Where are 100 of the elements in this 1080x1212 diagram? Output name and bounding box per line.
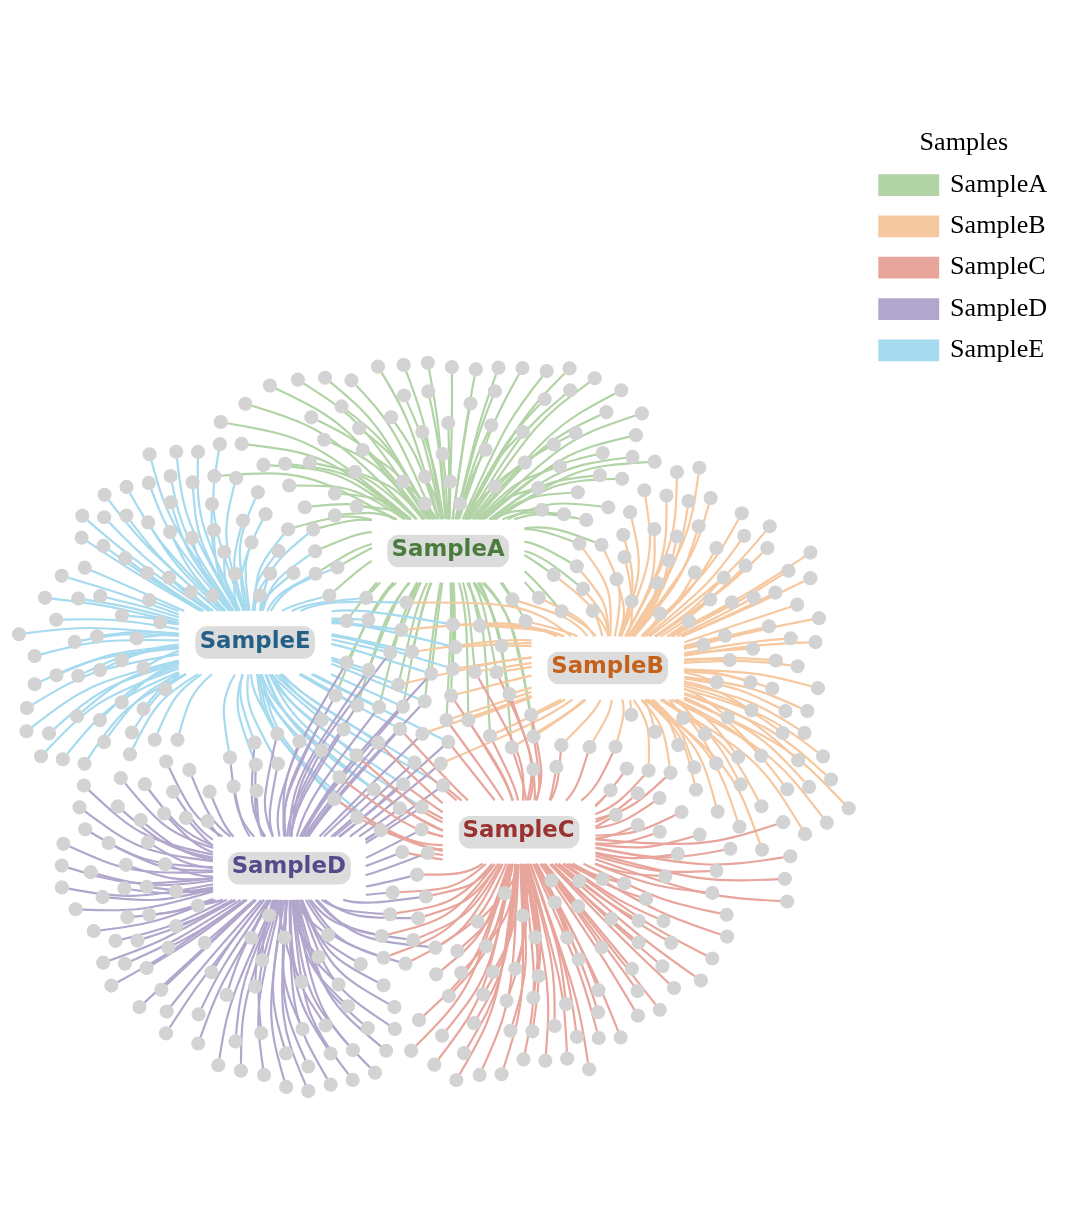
node-circle [652, 606, 668, 621]
node-circle [623, 505, 638, 520]
node-circle [526, 762, 541, 777]
connector [364, 431, 433, 520]
node-circle [55, 752, 70, 767]
node-circle [347, 464, 363, 479]
connector [331, 656, 363, 669]
node-circle [311, 949, 326, 964]
connector [365, 891, 387, 896]
node-circle [202, 784, 217, 799]
connector [233, 526, 246, 611]
node-circle [191, 1007, 206, 1022]
node-circle [470, 914, 485, 929]
node-circle [77, 756, 92, 771]
connector [558, 863, 667, 941]
node-circle [229, 470, 244, 486]
connector [683, 684, 778, 730]
connector [106, 596, 180, 619]
connector [227, 422, 412, 520]
connector [458, 864, 517, 1075]
connector [580, 752, 614, 802]
node-circle [27, 677, 42, 692]
node-circle [571, 952, 586, 967]
connector [640, 699, 671, 767]
node-circle [74, 530, 89, 545]
node-circle [169, 884, 184, 899]
node-circle [671, 737, 686, 753]
node-circle [615, 471, 630, 486]
connector [341, 511, 398, 521]
node-circle [317, 370, 333, 385]
node-circle [603, 783, 618, 798]
connector [572, 862, 722, 936]
connector [303, 747, 375, 838]
connector [550, 863, 607, 916]
node-circle [745, 641, 761, 656]
node-circle [582, 739, 597, 755]
connector [457, 674, 532, 695]
node-circle [515, 424, 530, 439]
node-circle [777, 871, 792, 886]
connector [595, 852, 779, 882]
connector [531, 621, 578, 638]
node-circle [108, 933, 123, 948]
node-circle [494, 638, 509, 653]
connector [624, 478, 678, 637]
connector [510, 700, 535, 801]
connector [427, 830, 444, 838]
connector [620, 496, 652, 637]
connector [683, 641, 809, 657]
node-circle [616, 527, 631, 542]
node-circle [732, 819, 747, 834]
node-circle [54, 568, 69, 583]
connector [254, 899, 278, 980]
node-circle [417, 694, 432, 709]
node-circle [703, 490, 718, 506]
node-circle [290, 372, 305, 387]
node-circle [768, 585, 783, 600]
connector [494, 477, 616, 521]
node-circle [114, 653, 129, 668]
node-circle [631, 935, 646, 950]
node-circle [139, 879, 154, 894]
node-circle [212, 437, 227, 452]
node-circle [89, 629, 105, 644]
connector [631, 567, 669, 637]
connector [299, 760, 354, 838]
connector [464, 372, 566, 520]
node-circle [819, 815, 834, 830]
connector [329, 381, 433, 520]
node-circle [476, 987, 491, 1002]
connector [399, 863, 487, 894]
node-circle [463, 396, 478, 411]
connector [348, 581, 395, 657]
node-circle [157, 806, 172, 821]
node-circle [515, 908, 530, 923]
node-circle [92, 713, 107, 728]
node-circle [412, 1012, 427, 1027]
connector [331, 659, 393, 684]
node-circle [41, 726, 57, 741]
node-circle [114, 695, 129, 710]
connector [684, 657, 723, 661]
connector [676, 599, 749, 638]
node-circle [625, 449, 640, 464]
node-circle [211, 1058, 226, 1073]
node-circle [399, 595, 414, 610]
node-circle [484, 418, 499, 433]
node-circle [641, 763, 656, 778]
node-circle [628, 428, 643, 443]
connector [502, 863, 525, 1069]
connector [386, 831, 443, 852]
connector [263, 740, 277, 837]
node-circle [697, 726, 712, 742]
connector [681, 580, 805, 638]
connector [131, 886, 214, 895]
connector [45, 667, 180, 752]
node-circle [277, 930, 292, 945]
connector [616, 699, 625, 741]
connector [295, 484, 405, 521]
node-circle [77, 560, 92, 575]
node-circle [669, 464, 684, 480]
connector [586, 593, 610, 637]
connector [83, 646, 179, 674]
